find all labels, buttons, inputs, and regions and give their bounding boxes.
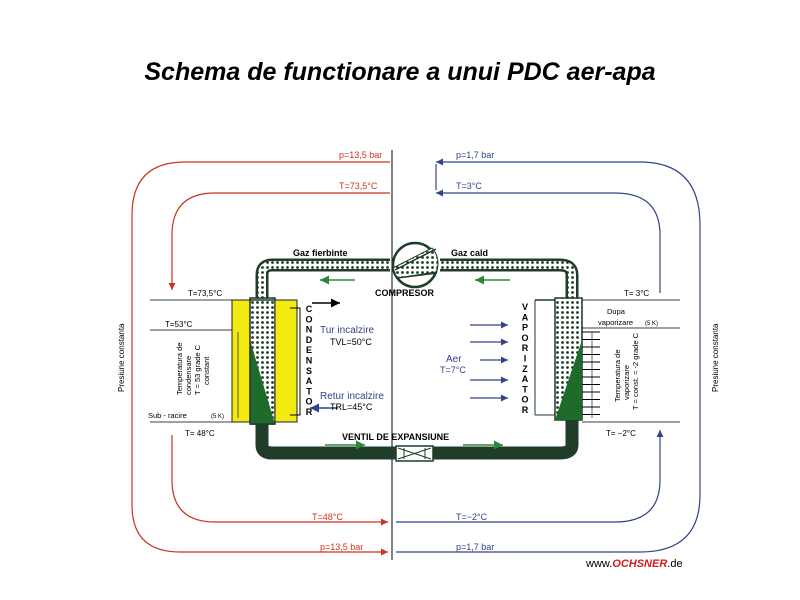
condenser-letter: D: [306, 335, 313, 345]
subcool-k-label: (5 K): [211, 414, 224, 420]
inner-temp-loop-left-top: [168, 192, 390, 290]
air-label: Aer: [446, 354, 462, 365]
compressor-label: COMPRESOR: [375, 288, 435, 298]
inner-temp-loop-right-bottom: [396, 430, 664, 523]
warm-gas-label: Gaz cald: [451, 248, 488, 258]
right-t-out-label: T= −2°C: [606, 429, 636, 438]
svg-text:condensare: condensare: [184, 356, 193, 395]
subcool-label: Sub - racire: [148, 411, 187, 420]
air-value: T=7°C: [440, 365, 466, 375]
svg-text:vaporizare: vaporizare: [622, 365, 631, 400]
right-bottom-temp: T=−2°C: [456, 512, 488, 522]
evaporator-letter: A: [522, 374, 529, 384]
left-bottom-pressure: p=13,5 bar: [320, 542, 363, 552]
evaporator-letter: O: [521, 395, 528, 405]
condenser-bracket: [290, 307, 301, 416]
left-bottom-temp: T=48°C: [312, 512, 343, 522]
condenser-letter: N: [306, 325, 313, 335]
hot-gas-label: Gaz fierbinte: [293, 248, 348, 258]
evaporator-fins: [582, 331, 600, 415]
svg-text:T = const. = -2 grade C: T = const. = -2 grade C: [631, 332, 640, 410]
inner-temp-loop-right-top: [436, 189, 661, 293]
condenser-letter: O: [305, 397, 312, 407]
evaporator-letter: A: [522, 312, 529, 322]
tur-value: TVL=50°C: [330, 337, 372, 347]
evaporator-letter: V: [522, 302, 528, 312]
slide-title: Schema de functionare a unui PDC aer-apa: [144, 58, 656, 86]
right-top-temp: T=3°C: [456, 181, 482, 191]
condenser-letter: R: [306, 407, 313, 417]
right-after-label-1: Dupa: [607, 307, 626, 316]
evaporator-letter: R: [522, 343, 529, 353]
condenser-letter: E: [306, 345, 312, 355]
liquid-pipe: [255, 422, 396, 460]
svg-text:T = 53 grade C: T = 53 grade C: [193, 344, 202, 395]
hot-gas-pipe: [258, 261, 390, 300]
compressor: [391, 241, 439, 289]
left-top-temp: T=73,5°C: [339, 181, 378, 191]
tur-label: Tur incalzire: [320, 325, 375, 336]
air-arrows: [470, 321, 508, 402]
evaporator-letter: Z: [522, 364, 528, 374]
retur-value: TRL=45°C: [330, 402, 373, 412]
valve-label: VENTIL DE EXPANSIUNE: [342, 432, 449, 442]
expanded-pipe: [433, 420, 579, 460]
svg-text:Temperatura de: Temperatura de: [175, 342, 184, 395]
condenser-letter: A: [306, 376, 313, 386]
inner-temp-loop-left-bottom: [171, 435, 388, 526]
evaporator-unit: [534, 297, 583, 421]
right-after-label-2: vaporizare: [598, 318, 633, 327]
expansion-valve: [395, 445, 434, 462]
condenser-letter: T: [306, 386, 312, 396]
evaporator-letter: T: [522, 384, 528, 394]
evaporator-letter: P: [522, 323, 528, 333]
right-vertical-text: Temperatura de vaporizare T = const. = -…: [613, 332, 640, 410]
evaporator-letter: R: [522, 405, 529, 415]
right-t-in-label: T= 3°C: [624, 289, 649, 298]
svg-text:Presiune constanta: Presiune constanta: [117, 323, 126, 392]
left-pressure-label: Presiune constanta: [117, 323, 126, 392]
ochsner-logo: www.OCHSNER.de: [585, 558, 683, 570]
svg-text:Presiune constanta: Presiune constanta: [711, 323, 720, 392]
condenser-letter: O: [305, 314, 312, 324]
left-t-out-label: T= 48°C: [185, 429, 215, 438]
evaporator-letter: I: [524, 354, 527, 364]
suction-pipe: [440, 261, 576, 300]
left-vertical-text: Temperatura de condensare T = 53 grade C…: [175, 342, 211, 395]
outer-pressure-loop-left: [131, 161, 390, 556]
condenser-letter: S: [306, 366, 312, 376]
retur-label: Retur incalzire: [320, 391, 384, 402]
left-t-in-label: T=73,5°C: [188, 289, 222, 298]
condenser-unit: [231, 297, 298, 425]
outer-pressure-loop-right: [396, 158, 701, 553]
evaporator-letter: O: [521, 333, 528, 343]
right-bottom-pressure: p=1,7 bar: [456, 542, 494, 552]
right-after-k: (5 K): [645, 321, 658, 327]
svg-text:constant: constant: [202, 356, 211, 385]
left-t-cond-label: T=53°C: [165, 320, 193, 329]
right-top-pressure: p=1,7 bar: [456, 150, 494, 160]
left-top-pressure: p=13,5 bar: [339, 150, 382, 160]
svg-text:Temperatura de: Temperatura de: [613, 349, 622, 402]
right-pressure-label: Presiune constanta: [711, 323, 720, 392]
condenser-letter: N: [306, 356, 313, 366]
condenser-letter: C: [306, 304, 313, 314]
